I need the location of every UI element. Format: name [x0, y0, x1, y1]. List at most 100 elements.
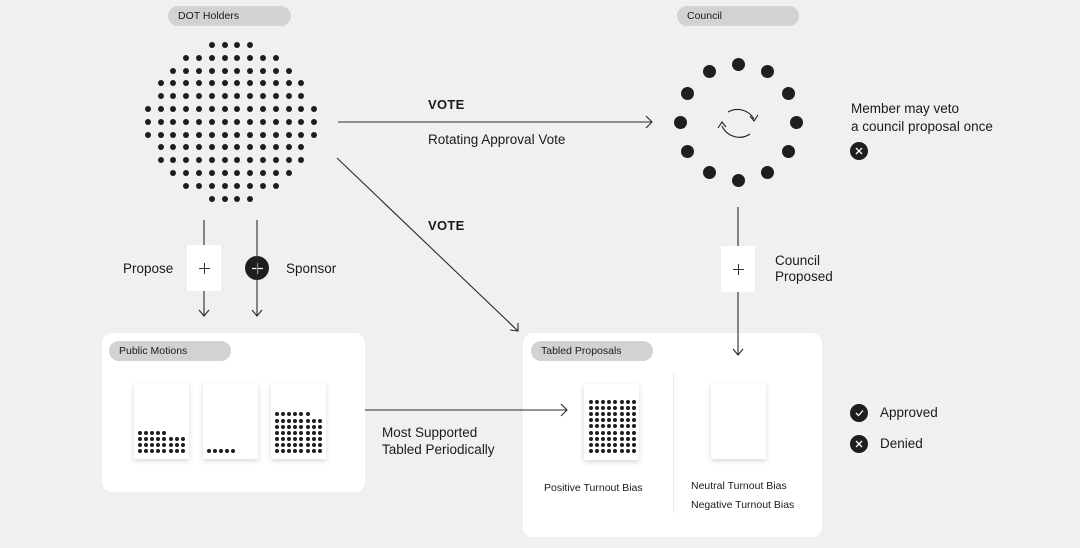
holder-dot: [272, 170, 279, 176]
support-dot: [299, 412, 304, 417]
support-dot: [607, 430, 612, 435]
support-dot: [607, 412, 612, 417]
support-dot: [613, 400, 618, 404]
support-dot: [207, 449, 211, 453]
holder-dot: [221, 182, 228, 189]
motion-card[interactable]: [134, 383, 189, 459]
support-dot: [631, 412, 636, 417]
support-dot: [150, 442, 155, 447]
positive-proposal-card[interactable]: [584, 384, 639, 460]
support-dot: [156, 442, 161, 447]
support-dot: [144, 449, 149, 453]
sponsor-button[interactable]: [245, 256, 269, 280]
support-dot: [619, 436, 624, 441]
dot-holders-label: DOT Holders: [168, 6, 291, 26]
holder-dot: [260, 80, 266, 87]
support-dot: [180, 436, 185, 441]
holder-dot: [196, 144, 202, 151]
holder-dot: [208, 170, 215, 176]
support-dot: [311, 442, 316, 447]
support-dot: [168, 436, 173, 441]
holder-dot: [260, 93, 266, 100]
vote-council-title: VOTE: [428, 97, 465, 112]
support-dot: [601, 436, 606, 441]
support-dot: [619, 406, 624, 411]
support-dot: [317, 449, 322, 453]
council-member-dot: [731, 57, 745, 71]
support-dot: [619, 442, 624, 447]
support-dot: [174, 436, 179, 441]
holder-dot: [221, 157, 228, 164]
holder-dot: [183, 106, 190, 112]
support-dot: [174, 442, 179, 447]
holder-dot: [285, 170, 292, 176]
support-dot: [613, 436, 618, 441]
propose-label: Propose: [123, 261, 174, 276]
support-dot: [595, 442, 600, 447]
support-dot: [589, 412, 593, 417]
support-dot: [589, 400, 593, 404]
holder-dot: [247, 157, 254, 164]
support-dot: [619, 400, 624, 404]
holder-dot: [208, 195, 215, 202]
support-dot: [613, 412, 618, 417]
propose-button[interactable]: [187, 245, 221, 291]
holder-dot: [298, 144, 305, 151]
holder-dot: [170, 131, 177, 138]
support-dot: [162, 430, 167, 435]
support-dot: [613, 406, 618, 411]
holder-dot: [196, 131, 202, 138]
arrow-vote-to-tabled: [336, 157, 519, 332]
support-dot: [293, 436, 298, 441]
support-dot: [156, 430, 161, 435]
support-dot: [601, 448, 606, 453]
council-proposed-line2: Proposed: [775, 269, 833, 284]
holder-dot: [208, 157, 215, 164]
support-dot: [619, 424, 624, 429]
council-member-dot: [760, 65, 774, 79]
support-dot: [631, 448, 636, 453]
close-circle-icon: [850, 435, 868, 453]
support-dot: [595, 400, 600, 404]
neutral-proposal-card[interactable]: [711, 383, 766, 459]
support-dot: [281, 412, 286, 417]
council-member-dot: [789, 115, 803, 129]
motion-card[interactable]: [271, 383, 326, 459]
support-dot: [589, 424, 593, 429]
holder-dot: [247, 42, 254, 48]
holder-dot: [272, 118, 279, 125]
holder-dot: [183, 131, 190, 138]
motion-card[interactable]: [203, 383, 258, 459]
holder-dot: [234, 118, 241, 125]
support-dot: [595, 430, 600, 435]
holder-dot: [144, 106, 151, 112]
support-dot: [625, 400, 630, 404]
dot-holders-grid: [140, 38, 322, 204]
support-dot: [619, 412, 624, 417]
council-propose-button[interactable]: [721, 246, 755, 292]
holder-dot: [234, 182, 241, 189]
holder-dot: [298, 106, 305, 112]
support-dot: [299, 424, 304, 429]
holder-dot: [183, 182, 190, 189]
support-dot: [595, 424, 600, 429]
support-dot: [595, 436, 600, 441]
support-dot: [138, 430, 142, 435]
tabled-proposals-panel: [523, 333, 822, 537]
holder-dot: [221, 144, 228, 151]
support-dot: [281, 449, 286, 453]
holder-dot: [157, 144, 164, 151]
holder-dot: [234, 144, 241, 151]
holder-dot: [196, 106, 202, 112]
support-dot: [144, 430, 149, 435]
holder-dot: [183, 144, 190, 151]
holder-dot: [157, 106, 164, 112]
support-dot: [299, 449, 304, 453]
holder-dot: [196, 170, 202, 176]
support-dot: [311, 430, 316, 435]
support-dot: [180, 442, 185, 447]
support-dot: [625, 442, 630, 447]
support-dot: [150, 436, 155, 441]
holder-dot: [272, 182, 279, 189]
support-dot: [138, 442, 142, 447]
